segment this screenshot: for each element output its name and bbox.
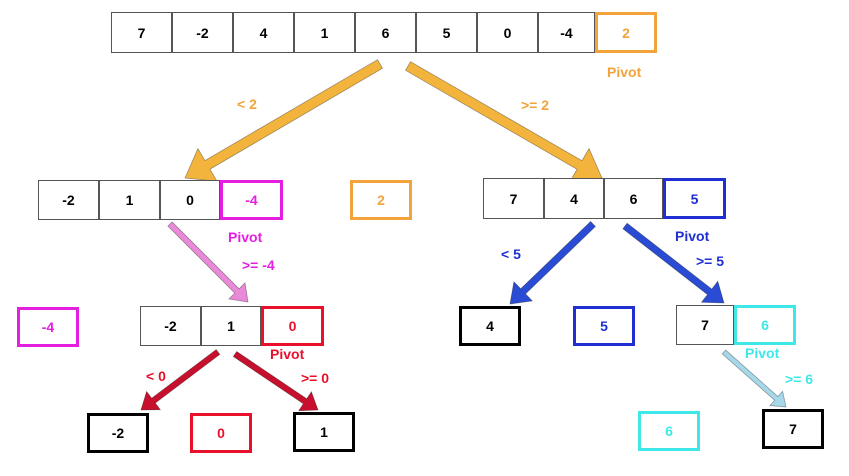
- l0-pivot-label: Pivot: [607, 64, 642, 80]
- l0-cell-2: 4: [233, 12, 294, 53]
- arrow-ge2: [404, 61, 603, 182]
- l0-cell-7: -4: [538, 12, 595, 53]
- l2-mid-cell-0: -2: [140, 306, 201, 346]
- l3-cell-6: 6: [638, 411, 700, 451]
- l2-right-pivot-cell: 6: [734, 305, 796, 345]
- l1-right-cell-2: 6: [604, 178, 663, 219]
- l3-cell-m2: -2: [87, 413, 149, 453]
- arrow-ge2-label: >= 2: [521, 97, 550, 113]
- l1-right-pivot-label: Pivot: [675, 228, 710, 244]
- l1-left-pivot-label: Pivot: [228, 229, 263, 245]
- l2-left-single: -4: [17, 307, 79, 347]
- l0-cell-3: 1: [294, 12, 355, 53]
- l1-right-cell-0: 7: [483, 178, 544, 219]
- l1-right-cell-1: 4: [544, 178, 604, 219]
- arrow-ge0-label: >= 0: [301, 370, 330, 386]
- l1-left-cell-1: 1: [99, 180, 160, 220]
- l3-cell-1: 1: [293, 412, 355, 452]
- arrow-ge0: [232, 350, 319, 412]
- l2-right-center-5: 5: [573, 306, 635, 346]
- l2-right-single-4: 4: [459, 306, 521, 346]
- arrow-ge-m4-label: >= -4: [242, 257, 275, 273]
- l2-mid-pivot-cell: 0: [261, 306, 324, 346]
- l1-left-cell-2: 0: [160, 180, 220, 220]
- arrow-lt0-label: < 0: [146, 368, 166, 384]
- arrow-lt2: [184, 59, 384, 182]
- l0-pivot-cell: 2: [595, 12, 657, 53]
- l1-left-cell-0: -2: [38, 180, 99, 220]
- arrow-lt2-label: < 2: [237, 96, 257, 112]
- l0-cell-1: -2: [172, 12, 233, 53]
- l2-right-cell-0: 7: [676, 305, 734, 345]
- l1-center-value: 2: [350, 180, 412, 220]
- l2-right-pivot-label: Pivot: [745, 345, 780, 361]
- l0-cell-6: 0: [477, 12, 538, 53]
- arrow-ge6: [721, 349, 787, 408]
- l0-cell-0: 7: [111, 12, 172, 53]
- arrow-ge-m4: [167, 221, 249, 303]
- l1-right-pivot-cell: 5: [663, 178, 726, 219]
- l3-cell-0: 0: [190, 413, 252, 453]
- l2-mid-cell-1: 1: [201, 306, 261, 346]
- arrow-lt5-label: < 5: [501, 246, 521, 262]
- l1-left-pivot-cell: -4: [220, 180, 283, 220]
- arrow-ge5-label: >= 5: [696, 253, 725, 269]
- arrow-lt5: [509, 220, 596, 305]
- l2-mid-pivot-label: Pivot: [270, 346, 305, 362]
- arrow-ge6-label: >= 6: [785, 371, 814, 387]
- l3-cell-7: 7: [762, 409, 824, 449]
- arrow-lt0: [140, 349, 221, 411]
- l0-cell-5: 5: [416, 12, 477, 53]
- arrow-ge5: [622, 222, 725, 304]
- l0-cell-4: 6: [355, 12, 416, 53]
